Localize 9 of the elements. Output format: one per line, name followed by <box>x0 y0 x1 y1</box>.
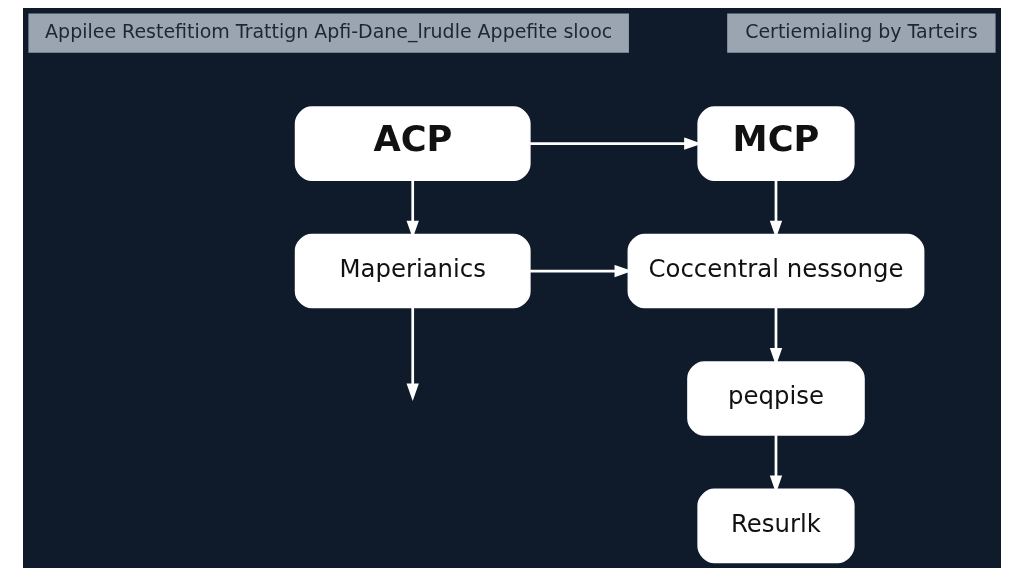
node-box: ACP <box>294 106 531 181</box>
node-box: peqpise <box>687 361 865 436</box>
label: Appilee Restefitiom Trattign Apfi-Dane_lrudle Appefite slooc <box>45 20 613 43</box>
label: Certiemialing by Tarteirs <box>745 20 978 43</box>
node-box: Resurlk <box>697 488 855 564</box>
arrow <box>406 307 419 402</box>
node-box: MCP <box>697 106 855 181</box>
node-box: Coccentral nessonge <box>627 233 925 309</box>
node-box: Maperianics <box>294 233 531 309</box>
